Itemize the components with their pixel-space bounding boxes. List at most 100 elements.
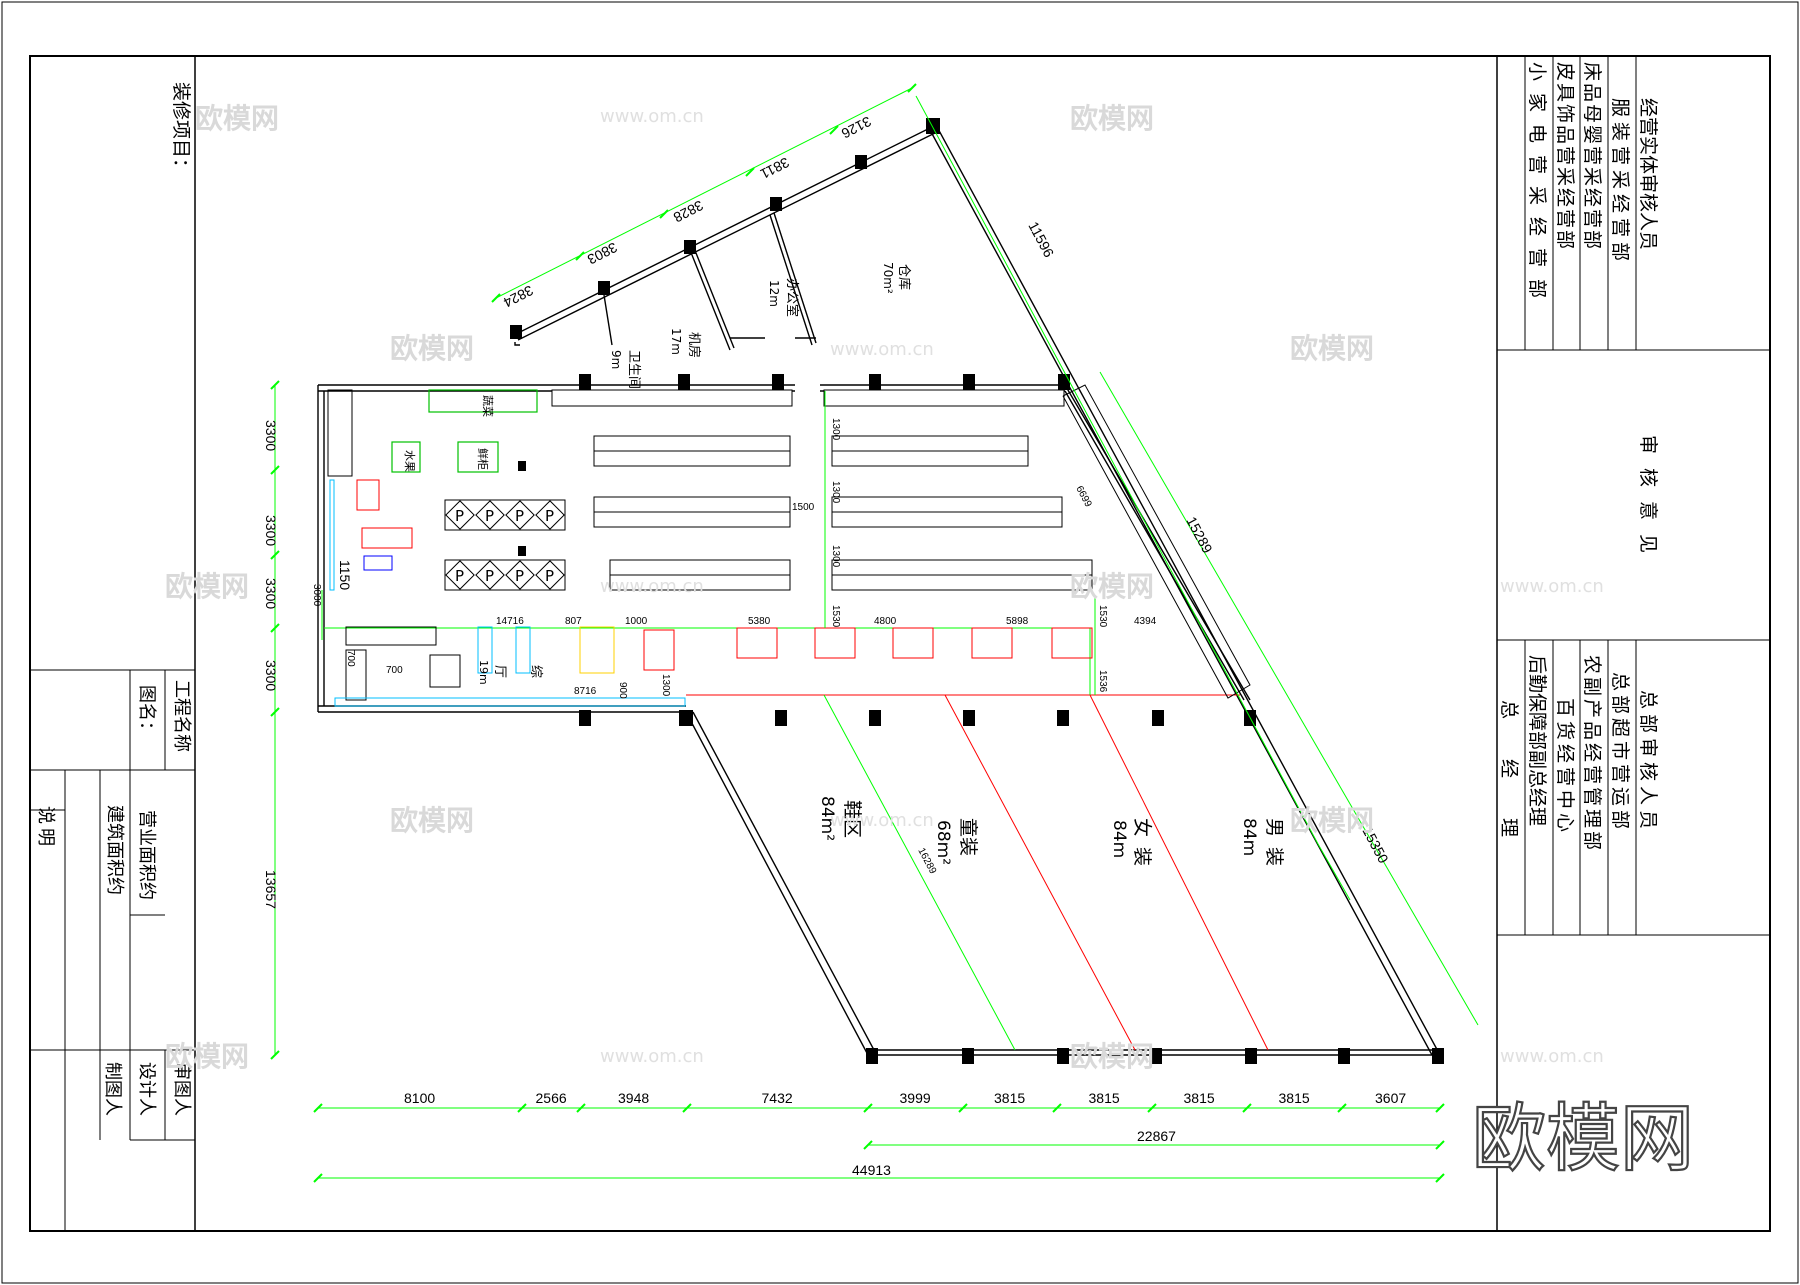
dimension-corridor: 5898 [1006, 616, 1029, 627]
dimension-left-inner: 3000 [311, 584, 322, 607]
p-display-label: P [515, 567, 524, 585]
dimension-right-mid: 15289 [1183, 514, 1216, 556]
dimension-tick [491, 293, 501, 303]
kids-zone-label: 童装 [957, 818, 979, 856]
dimension-aisle: 1530 [830, 605, 841, 628]
structural-columns [510, 118, 1444, 1064]
dimension-left: 13657 [263, 870, 279, 909]
designer-label: 设计人 [136, 1062, 157, 1116]
dimension-bottom: 7432 [762, 1090, 793, 1106]
watermark-site: www.om.cn [600, 106, 704, 127]
dimension-aisle: 1300 [830, 418, 841, 441]
watermark-site: www.om.cn [600, 1046, 704, 1067]
dimension-corridor: 1000 [625, 616, 648, 627]
dimension-bottom: 2566 [536, 1090, 567, 1106]
dimension-tick [270, 707, 280, 717]
dimension-tick [1435, 1140, 1445, 1150]
room-labels: 仓库 70m² 办公室 12m 机房 17m 卫生间 9m 鞋区 84m² 童装… [403, 262, 1285, 876]
dimension-top: 3126 [839, 113, 874, 141]
dimension-top: 3811 [758, 154, 792, 182]
dimension-tick [829, 125, 839, 135]
drawing-name-label: 图名： [136, 685, 157, 739]
men-zone-area: 84m [1239, 818, 1259, 856]
dimension-tick [958, 1103, 968, 1113]
dimension-right-upper: 11596 [1025, 219, 1057, 260]
watermark-brand: 欧模网 [165, 1040, 249, 1073]
watermark-brand: 欧模网 [1070, 1040, 1154, 1073]
watermark-brand: 欧模网 [1290, 804, 1374, 837]
p-display-diamond [505, 500, 535, 530]
watermark-brand: 欧模网 [390, 332, 474, 365]
produce-stands [391, 389, 538, 473]
toilet-area: 9m [609, 350, 623, 369]
watermark-brand: 欧模网 [390, 804, 474, 837]
women-zone-area: 84m [1109, 820, 1129, 858]
p-display-label: P [485, 567, 494, 585]
dimension-tick [745, 167, 755, 177]
watermark-site: www.om.cn [1500, 1046, 1604, 1067]
kids-zone-area: 68m² [933, 820, 953, 865]
dimension-bottom: 3815 [1184, 1090, 1215, 1106]
dimension-aisle: 1500 [792, 502, 815, 513]
dimension-tick [575, 251, 585, 261]
dimension-misc: 1150 [337, 560, 353, 590]
dimension-misc: 8716 [574, 686, 597, 697]
watermark-site: www.om.cn [830, 339, 934, 360]
dimension-bottom: 8100 [404, 1090, 435, 1106]
watermark-brand: 欧模网 [1290, 332, 1374, 365]
toilet-label: 卫生间 [626, 350, 641, 389]
hq-reviewer-col: 总部审核人员 [1637, 690, 1659, 834]
dimension-misc: 700 [345, 650, 356, 667]
dimension-corridor: 14716 [496, 616, 524, 627]
inner-frame [29, 55, 1771, 1232]
note-label: 说明 [35, 806, 56, 850]
watermarks: www.om.cn 欧模网 欧模网 欧模网 www.om.cn 欧模网 欧模网 … [165, 102, 1695, 1183]
brand-logo-watermark: 欧模网 [1472, 1096, 1694, 1182]
dimension-tick [1435, 1103, 1445, 1113]
dimension-tick [863, 1103, 873, 1113]
dimension-left: 3300 [263, 420, 279, 451]
dimension-total: 44913 [852, 1162, 891, 1178]
left-title-block: 装修项目： 工程名称 图名： 营业面积约 建筑面积约 说明 审图人 设计人 制图… [30, 56, 196, 1231]
women-zone-label: 女装 [1131, 818, 1153, 876]
office-label: 办公室 [784, 278, 800, 317]
dimension-corridor: 5380 [748, 616, 771, 627]
dimension-top: 3828 [671, 197, 706, 225]
p-display-diamond [535, 500, 565, 530]
appliance-dept-col: 小家电营采经营部 [1526, 62, 1548, 310]
drafter-label: 制图人 [102, 1062, 123, 1116]
dimension-corridor: 4800 [874, 616, 897, 627]
dimension-tick [270, 380, 280, 390]
dimension-tick [270, 1050, 280, 1060]
diagonal-shelving [1062, 384, 1251, 699]
dimension-bottom: 3815 [1279, 1090, 1310, 1106]
dimension-tick [517, 1103, 527, 1113]
dimension-bottom: 3607 [1375, 1090, 1406, 1106]
hall-label: 厅 [492, 665, 507, 678]
dimension-tick [1052, 1103, 1062, 1113]
p-display-label: P [455, 567, 464, 585]
dimension-tick [313, 1103, 323, 1113]
project-name-label: 工程名称 [171, 680, 192, 752]
watermark-brand: 欧模网 [165, 570, 249, 603]
dimension-tick [270, 623, 280, 633]
dimension-misc: 900 [617, 682, 628, 699]
machine-room-area: 17m [669, 328, 683, 355]
misc-label: 综 [528, 665, 543, 678]
shoes-zone-label: 鞋区 [841, 800, 863, 838]
dimension-bottom: 3815 [994, 1090, 1025, 1106]
dimension-labels: 3824380338283811312611596152891535033003… [263, 83, 1445, 1183]
p-display-units [444, 499, 566, 591]
agri-products-col: 农副产品经营管理部 [1581, 655, 1603, 853]
hall-fixtures [327, 389, 686, 707]
p-display-diamond [445, 500, 475, 530]
review-opinion-label: 审核意见 [1637, 435, 1659, 567]
p-display-diamond [535, 560, 565, 590]
right-title-block: 经营实体审核人员 服装营采经营部 床品母婴营采经营部 皮具饰品营采经营部 小家电… [1496, 56, 1770, 1231]
dimension-tick [270, 465, 280, 475]
dimension-tick [907, 83, 917, 93]
bedding-dept-col: 床品母婴营采经营部 [1581, 62, 1603, 251]
